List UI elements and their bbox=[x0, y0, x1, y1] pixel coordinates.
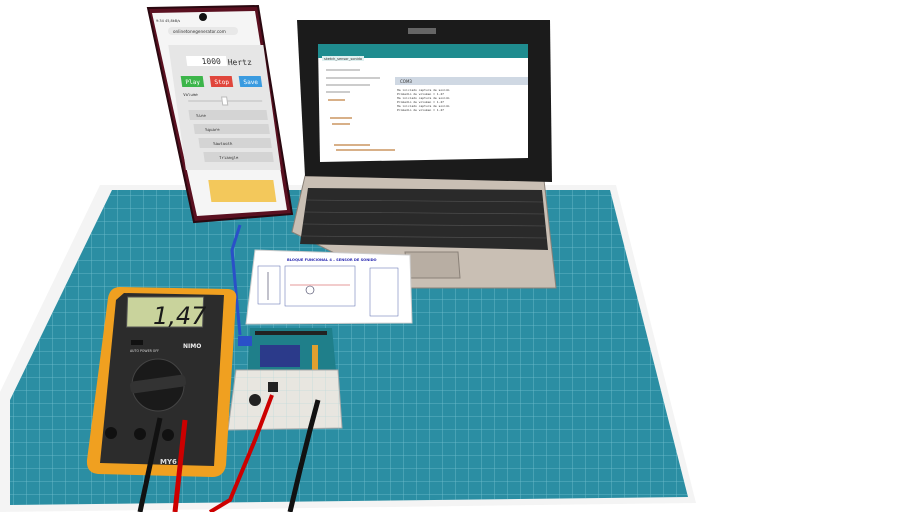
multimeter-brand: NIMO bbox=[183, 343, 201, 350]
code-lines bbox=[328, 99, 395, 151]
laptop-screen: sketch_sensor_sonido COM3 Ha iniciado ca… bbox=[318, 44, 528, 162]
waveform-label: Sawtooth bbox=[213, 141, 233, 146]
microphone-module bbox=[249, 394, 261, 406]
waveform-label: Sine bbox=[196, 113, 207, 118]
url-text: onlinetonegenerator.com bbox=[173, 29, 226, 34]
usb-connector bbox=[238, 336, 252, 346]
probe-cables bbox=[137, 394, 321, 512]
ma-jack[interactable] bbox=[162, 429, 174, 441]
laptop-webcam bbox=[408, 28, 436, 34]
volume-thumb[interactable] bbox=[221, 96, 229, 106]
waveform-label: Square bbox=[205, 127, 221, 132]
url-bar[interactable] bbox=[168, 27, 238, 35]
black-probe bbox=[287, 399, 321, 512]
serial-monitor-title: COM3 bbox=[400, 79, 412, 84]
multimeter-reading: 1,47 bbox=[153, 302, 207, 330]
tone-generator: 1000 Hertz Play Stop Save Volume Sine Sq… bbox=[168, 45, 281, 170]
serial-line: Ha iniciado captura de sonido bbox=[397, 88, 450, 92]
stop-button[interactable] bbox=[209, 76, 234, 87]
status-bar: 9:34 45,8kB/s bbox=[156, 19, 180, 23]
play-label: Play bbox=[185, 79, 201, 86]
schematic-sheet: BLOQUE FUNCIONAL 4 – SENSOR DE SONIDO bbox=[245, 249, 413, 325]
waveform-triangle[interactable] bbox=[203, 152, 274, 162]
multimeter-model: MY6 bbox=[160, 458, 177, 466]
serial-line: Promedio de volumen = 1.47 bbox=[397, 100, 444, 104]
play-button[interactable] bbox=[180, 76, 205, 87]
serial-output: Ha iniciado captura de sonido Promedio d… bbox=[397, 88, 450, 112]
laptop-touchpad bbox=[404, 251, 461, 279]
frequency-input[interactable] bbox=[185, 56, 228, 66]
laptop: sketch_sensor_sonido COM3 Ha iniciado ca… bbox=[291, 20, 557, 289]
stop-label: Stop bbox=[214, 79, 230, 86]
multimeter: 1,47 AUTO POWER OFF NIMO MY6 bbox=[86, 287, 237, 477]
serial-line: Ha iniciado captura de sonido bbox=[397, 104, 450, 108]
serial-line: Promedio de volumen = 1.47 bbox=[397, 92, 444, 96]
ad-banner[interactable] bbox=[208, 180, 277, 202]
red-probe bbox=[208, 394, 274, 512]
auto-power-label: AUTO POWER OFF bbox=[130, 349, 159, 353]
usb-cable bbox=[230, 224, 242, 336]
com-jack[interactable] bbox=[105, 427, 117, 439]
waveform-square[interactable] bbox=[193, 124, 270, 134]
serial-line: Ha iniciado captura de sonido bbox=[397, 96, 450, 100]
red-probe-lead bbox=[172, 419, 188, 512]
black-probe-lead bbox=[137, 417, 163, 512]
volt-jack[interactable] bbox=[134, 428, 146, 440]
waveform-sawtooth[interactable] bbox=[198, 138, 272, 148]
multimeter-lcd bbox=[126, 296, 205, 328]
front-camera bbox=[199, 13, 207, 21]
save-label: Save bbox=[243, 79, 259, 86]
volume-label: Volume bbox=[183, 92, 199, 97]
breadboard bbox=[227, 369, 343, 431]
ide-tab[interactable]: sketch_sensor_sonido bbox=[324, 57, 362, 61]
laptop-keyboard bbox=[300, 188, 548, 250]
dial-knob[interactable] bbox=[129, 374, 187, 394]
waveform-sine[interactable] bbox=[188, 110, 268, 120]
waveform-label: Triangle bbox=[219, 155, 239, 160]
frequency-value: 1000 bbox=[201, 57, 222, 66]
save-button[interactable] bbox=[238, 76, 263, 87]
schematic-title: BLOQUE FUNCIONAL 4 – SENSOR DE SONIDO bbox=[287, 258, 377, 262]
power-button[interactable] bbox=[131, 340, 143, 345]
smartphone: 9:34 45,8kB/s onlinetonegenerator.com 10… bbox=[146, 4, 294, 224]
serial-line: Promedio de volumen = 1.47 bbox=[397, 108, 444, 112]
frequency-unit: Hertz bbox=[227, 58, 252, 67]
